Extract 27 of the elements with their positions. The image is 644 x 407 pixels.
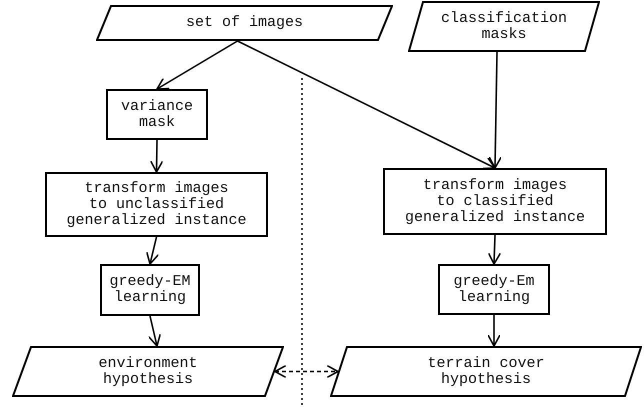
arrow [146, 236, 160, 265]
data-parallelogram [12, 346, 284, 397]
node-label: set of images [186, 15, 304, 31]
node-label: transform images to classified generalized instance [404, 178, 585, 226]
node-label: terrain cover hypothesis [426, 356, 546, 388]
arrow [156, 40, 238, 90]
node-label: transform images to unclassified generalized instance [66, 180, 246, 228]
data-parallelogram [96, 5, 393, 41]
node-label: variance mask [120, 98, 194, 130]
node-label: greedy-EM learning [108, 274, 192, 306]
data-parallelogram [408, 1, 600, 52]
arrow [488, 234, 502, 265]
process-box [45, 172, 268, 237]
arrow [487, 315, 501, 347]
node-label: classification masks [440, 10, 568, 42]
process-box [383, 168, 607, 235]
data-parallelogram [330, 346, 642, 397]
process-box [100, 264, 200, 316]
arrow [148, 316, 162, 347]
process-box [438, 264, 550, 315]
arrow [237, 40, 496, 170]
arrow [150, 140, 164, 173]
arrow [274, 364, 339, 378]
process-box [106, 89, 208, 140]
node-label: greedy-Em learning [452, 274, 536, 306]
arrow [488, 52, 502, 169]
node-label: environment hypothesis [97, 356, 198, 388]
